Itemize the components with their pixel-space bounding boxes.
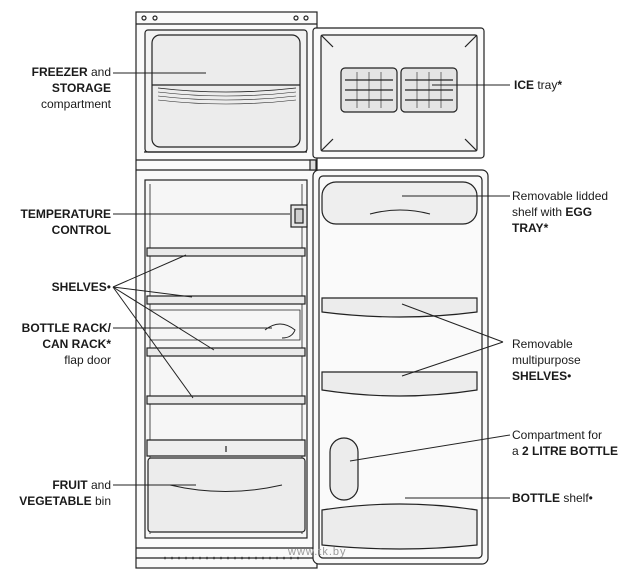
label-bottle-shelf: BOTTLE shelf• xyxy=(512,491,593,505)
leader-shelves-d xyxy=(112,286,194,399)
label-freezer: FREEZER and STORAGE compartment xyxy=(31,65,111,111)
leader-shelves-b xyxy=(112,286,193,298)
label-shelves: SHELVES• xyxy=(51,280,111,294)
leader-shelves-a xyxy=(112,254,187,288)
freezer-compartment xyxy=(144,29,308,153)
label-bottle-rack: BOTTLE RACK/ CAN RACK* flap door xyxy=(21,321,111,367)
freezer-door xyxy=(312,27,485,159)
leader-door-shelves-a xyxy=(401,303,504,343)
leader-door-shelves-b xyxy=(401,341,504,377)
fridge-shelves xyxy=(146,247,306,405)
label-egg-shelf: Removable lidded shelf with EGG TRAY* xyxy=(512,189,609,235)
ice-tray-left xyxy=(340,67,398,113)
leader-shelves-c xyxy=(112,286,215,351)
temperature-control xyxy=(290,204,308,228)
bottle-rack xyxy=(150,309,301,341)
label-door-shelves: Removable multipurpose SHELVES• xyxy=(512,337,581,383)
ice-tray-right xyxy=(400,67,458,113)
label-bottle-compartment: Compartment for a 2 LITRE BOTTLE xyxy=(512,428,619,458)
label-fruit-vegetable-bin: FRUIT and VEGETABLE bin xyxy=(19,478,111,508)
door-shelf-2 xyxy=(321,371,478,397)
door-shelf-1 xyxy=(321,297,478,318)
leader-bottle-compartment xyxy=(349,434,511,462)
label-temperature-control: TEMPERATURE CONTROL xyxy=(20,207,111,237)
label-ice-tray: ICE tray* xyxy=(514,78,563,92)
watermark: www.tk.by xyxy=(288,546,347,558)
egg-shelf xyxy=(321,181,478,225)
hinge-strip xyxy=(309,159,317,171)
bottle-shelf xyxy=(321,503,478,550)
bottle-compartment xyxy=(329,437,359,501)
vegetable-bin xyxy=(146,439,306,533)
grille-dots xyxy=(163,556,300,560)
